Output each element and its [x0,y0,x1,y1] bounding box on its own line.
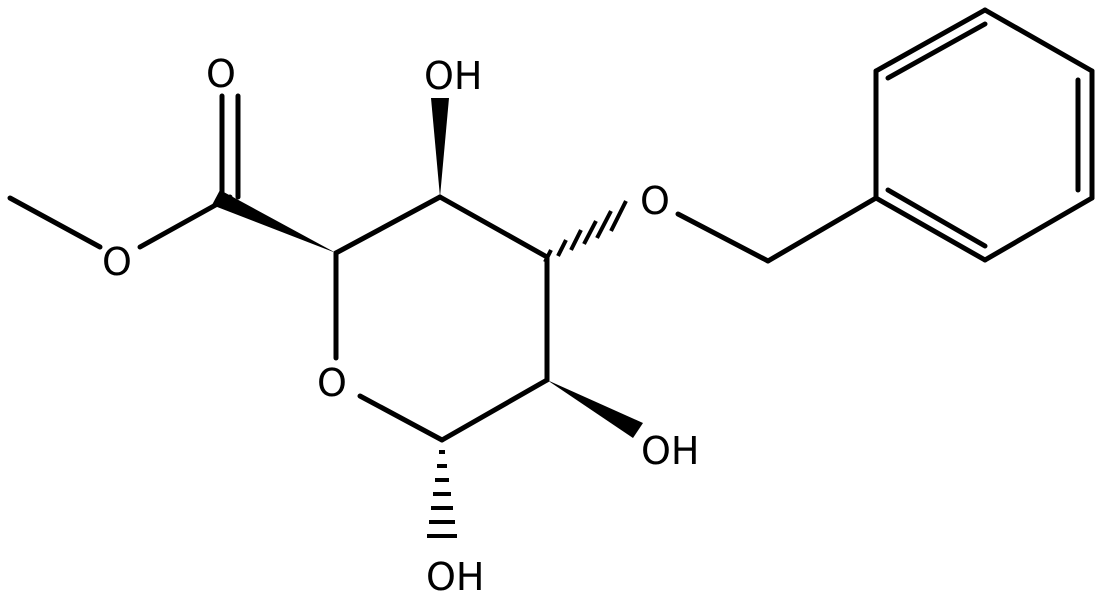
bond-c5-oring [357,393,445,443]
bond-ar-inner-1 [885,21,988,81]
right-hydroxyl-label: OH [641,429,699,473]
bond-c4-c5 [439,377,550,443]
ring-oxygen-label: O [317,361,347,405]
wedge-bond-c1-ester [212,190,336,253]
bottom-hydroxyl-label: OH [426,555,484,598]
hash-bond-c3-ether [543,200,628,263]
carbonyl-oxygen-label: O [206,52,236,96]
bond-ar-5 [982,195,1095,263]
bond-c1-c2 [333,194,443,256]
ether-oxygen-label: O [640,179,670,223]
ester-oxygen-label: O [102,240,132,284]
bond-ar-2 [873,7,988,74]
hash-bond-c5-oh [427,450,457,538]
bond-ar-inner-3 [885,187,988,249]
top-hydroxyl-label: OH [424,54,482,98]
bond-methyl-o [7,195,103,250]
bond-ch2-aryl [765,195,879,264]
wedge-bond-c2-oh [431,98,449,197]
wedge-bond-c4-oh [547,380,643,438]
bond-ar-3 [982,7,1095,74]
bond-c2-c3 [437,194,550,260]
bond-ar-6 [873,195,988,263]
bond-ether-ch2 [675,211,771,264]
